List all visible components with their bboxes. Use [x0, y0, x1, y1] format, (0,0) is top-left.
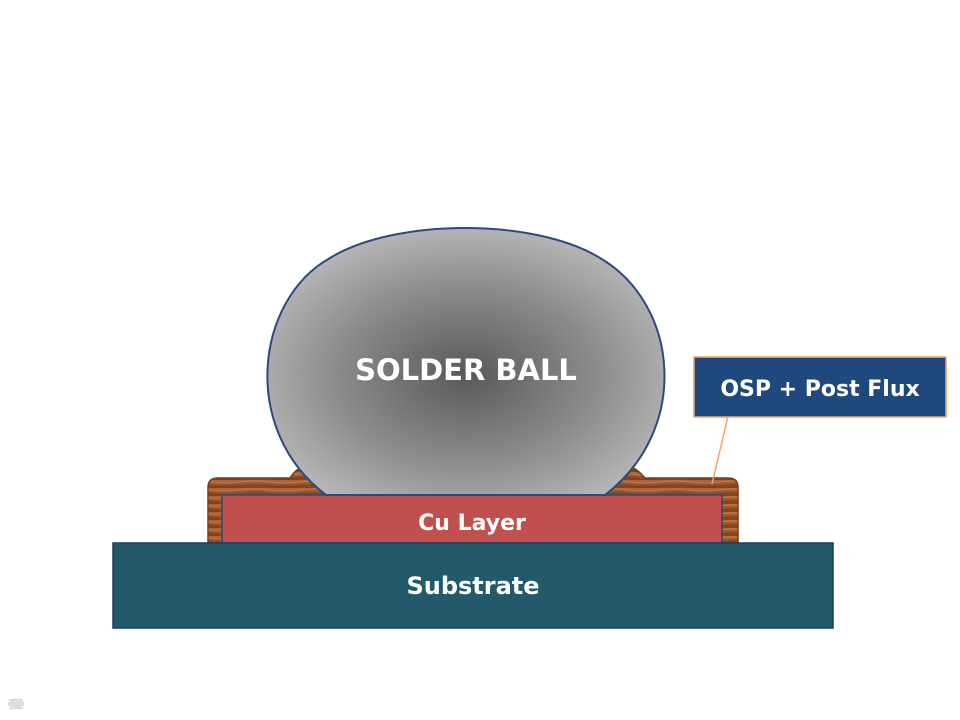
- callout-label: OSP + Post Flux: [720, 377, 919, 402]
- next-slide-icon[interactable]: [8, 697, 104, 711]
- cu-layer: [221, 494, 723, 544]
- solder-ball: [266, 227, 666, 496]
- solder-ball-label: SOLDER BALL: [355, 353, 577, 387]
- menu-icon[interactable]: [9, 697, 78, 711]
- substrate: [112, 542, 834, 629]
- pen-icon[interactable]: [9, 697, 52, 711]
- cu-layer-label: Cu Layer: [418, 511, 526, 536]
- callout-box: [693, 356, 947, 418]
- previous-slide-icon[interactable]: [6, 697, 26, 711]
- slide-controls: [6, 697, 104, 711]
- substrate-label: Substrate: [406, 572, 539, 600]
- callout-leader-line: [711, 415, 729, 485]
